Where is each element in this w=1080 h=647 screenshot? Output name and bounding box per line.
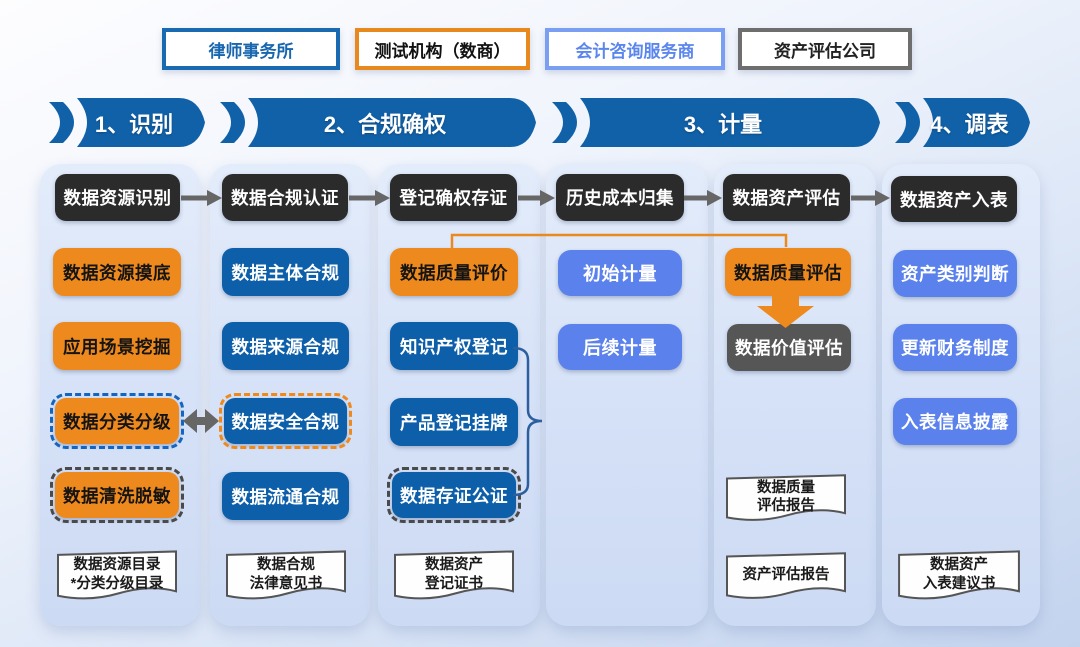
box-data-quality-evaluation: 数据质量评价 bbox=[390, 248, 518, 296]
ribbon-arrow-icon bbox=[895, 98, 1030, 147]
box-label: 入表信息披露 bbox=[901, 412, 1009, 432]
box-label: 应用场景挖掘 bbox=[63, 336, 171, 357]
box-label: 数据流通合规 bbox=[231, 486, 340, 507]
box-label: 数据质量评估 bbox=[734, 262, 842, 283]
entry-proposal-doc: 数据资产入表建议书 bbox=[894, 548, 1024, 609]
doc-line: 数据资产 bbox=[930, 557, 988, 574]
header-data-asset-entry: 数据资产入表 bbox=[891, 176, 1017, 222]
box-label: 数据资产入表 bbox=[900, 189, 1008, 210]
stage-panel-entry bbox=[882, 164, 1040, 626]
box-label: 登记确权存证 bbox=[399, 188, 508, 208]
box-data-quality-assessment: 数据质量评估 bbox=[725, 248, 851, 296]
doc-line: 评估报告 bbox=[757, 498, 815, 514]
box-label: 数据合规认证 bbox=[231, 188, 339, 208]
box-asset-category-judgment: 资产类别判断 bbox=[893, 250, 1017, 297]
box-initial-measurement: 初始计量 bbox=[558, 250, 682, 296]
box-entry-information-disclosure: 入表信息披露 bbox=[893, 398, 1017, 445]
phase-4-balance-sheet: 4、调表 bbox=[893, 98, 1030, 147]
legend-item-testing-agency: 测试机构（数商） bbox=[355, 28, 530, 70]
header-data-resource-identification: 数据资源识别 bbox=[55, 174, 180, 221]
doc-line: 入表建议书 bbox=[922, 575, 996, 592]
doc-line: *分类分级目录 bbox=[70, 575, 164, 592]
doc-line: 数据资源目录 bbox=[73, 557, 161, 574]
box-label: 数据主体合规 bbox=[231, 262, 340, 283]
box-label: 数据资产评估 bbox=[732, 188, 841, 208]
header-data-compliance-certification: 数据合规认证 bbox=[222, 174, 348, 221]
legend-label: 律师事务所 bbox=[208, 41, 294, 61]
box-label: 数据安全合规 bbox=[231, 411, 340, 432]
doc-line: 数据合规 bbox=[257, 557, 315, 574]
box-data-value-assessment: 数据价值评估 bbox=[727, 324, 851, 371]
phase-2-compliance-confirmation: 2、合规确权 bbox=[218, 98, 536, 147]
box-update-financial-system: 更新财务制度 bbox=[893, 324, 1017, 371]
box-label: 初始计量 bbox=[583, 264, 657, 284]
document-shape-icon bbox=[722, 550, 850, 608]
document-shape-icon bbox=[390, 548, 518, 609]
doc-line: 数据质量 bbox=[757, 479, 815, 496]
ribbon-arrow-icon bbox=[49, 98, 205, 147]
box-data-source-compliance: 数据来源合规 bbox=[222, 322, 349, 370]
box-label: 资产类别判断 bbox=[901, 264, 1009, 284]
legal-opinion-doc: 数据合规法律意见书 bbox=[222, 548, 350, 609]
header-registration-confirmation: 登记确权存证 bbox=[390, 174, 517, 221]
stage-panel-compliance bbox=[210, 164, 370, 626]
box-label: 数据存证公证 bbox=[400, 485, 508, 506]
legend-label: 测试机构（数商） bbox=[374, 41, 511, 61]
legend-label: 资产评估公司 bbox=[774, 41, 876, 61]
box-label: 数据来源合规 bbox=[231, 336, 340, 357]
ribbon-arrow-icon bbox=[220, 98, 536, 147]
phase-label: 2、合规确权 bbox=[323, 111, 447, 137]
quality-assessment-report-doc: 数据质量评估报告 bbox=[722, 472, 850, 530]
stage-panel-cost bbox=[546, 164, 708, 626]
box-data-cleaning-desensitization: 数据清洗脱敏 bbox=[50, 467, 184, 523]
phase-3-measurement: 3、计量 bbox=[550, 98, 880, 147]
asset-appraisal-report-doc: 资产评估报告 bbox=[722, 550, 850, 608]
phase-label: 3、计量 bbox=[683, 111, 763, 137]
box-subsequent-measurement: 后续计量 bbox=[558, 324, 682, 370]
doc-line: 资产评估报告 bbox=[742, 566, 830, 583]
box-label: 数据资源识别 bbox=[63, 188, 172, 208]
registration-certificate-doc: 数据资产登记证书 bbox=[390, 548, 518, 609]
data-resource-catalog-doc: 数据资源目录*分类分级目录 bbox=[53, 548, 181, 609]
box-label: 历史成本归集 bbox=[566, 188, 674, 208]
box-label: 产品登记挂牌 bbox=[400, 412, 508, 433]
box-label: 数据分类分级 bbox=[63, 411, 171, 432]
box-label: 后续计量 bbox=[583, 338, 657, 358]
box-label: 更新财务制度 bbox=[901, 338, 1009, 358]
box-data-subject-compliance: 数据主体合规 bbox=[222, 248, 349, 296]
document-shape-icon bbox=[722, 472, 850, 530]
doc-line: 法律意见书 bbox=[249, 575, 323, 592]
phase-label: 4、调表 bbox=[930, 111, 1009, 137]
doc-line: 数据资产 bbox=[425, 557, 483, 574]
legend-item-accounting-consultant: 会计咨询服务商 bbox=[545, 28, 725, 70]
box-data-resource-survey: 数据资源摸底 bbox=[53, 248, 181, 296]
box-data-circulation-compliance: 数据流通合规 bbox=[222, 472, 349, 520]
header-historical-cost-collection: 历史成本归集 bbox=[556, 174, 684, 221]
document-shape-icon bbox=[222, 548, 350, 609]
header-data-asset-appraisal: 数据资产评估 bbox=[723, 174, 850, 221]
box-data-notarization: 数据存证公证 bbox=[387, 467, 521, 523]
box-label: 数据资源摸底 bbox=[63, 262, 171, 283]
document-shape-icon bbox=[894, 548, 1024, 609]
legend-item-asset-appraisal: 资产评估公司 bbox=[738, 28, 912, 70]
phase-label: 1、识别 bbox=[94, 111, 174, 137]
box-product-listing: 产品登记挂牌 bbox=[390, 398, 518, 446]
document-shape-icon bbox=[53, 548, 181, 609]
doc-line: 登记证书 bbox=[425, 575, 483, 592]
box-label: 数据价值评估 bbox=[735, 338, 843, 358]
box-label: 数据质量评价 bbox=[400, 262, 508, 283]
legend-label: 会计咨询服务商 bbox=[575, 41, 695, 61]
box-label: 数据清洗脱敏 bbox=[63, 485, 171, 506]
box-application-scenario-mining: 应用场景挖掘 bbox=[53, 322, 181, 370]
phase-1-identify: 1、识别 bbox=[47, 98, 205, 147]
box-data-classification-grading: 数据分类分级 bbox=[50, 393, 184, 449]
box-ip-registration: 知识产权登记 bbox=[390, 322, 518, 370]
stage-panel-identify bbox=[40, 164, 200, 626]
ribbon-arrow-icon bbox=[552, 98, 880, 147]
legend-item-law-firm: 律师事务所 bbox=[162, 28, 340, 70]
box-label: 知识产权登记 bbox=[400, 336, 508, 357]
box-data-security-compliance: 数据安全合规 bbox=[219, 393, 352, 449]
